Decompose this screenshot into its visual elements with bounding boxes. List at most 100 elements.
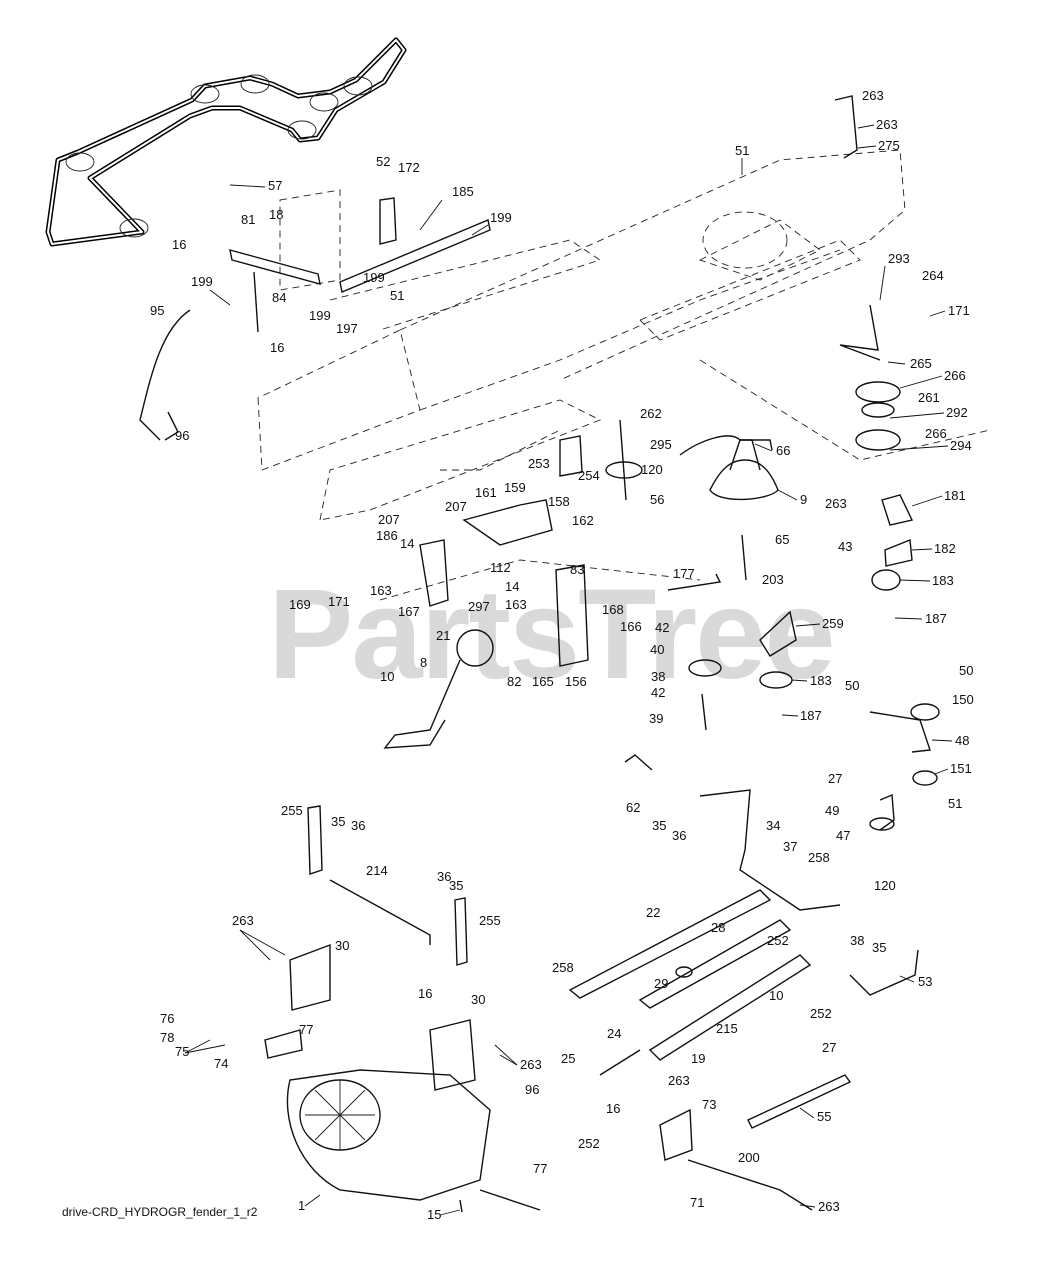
callout-36-c: 36	[437, 869, 451, 884]
callout-162: 162	[572, 513, 594, 528]
callout-252-b: 252	[810, 1006, 832, 1021]
callout-181: 181	[944, 488, 966, 503]
callout-35-d: 35	[872, 940, 886, 955]
callout-185: 185	[452, 184, 474, 199]
callout-151: 151	[950, 761, 972, 776]
callout-200: 200	[738, 1150, 760, 1165]
callout-62: 62	[626, 800, 640, 815]
callout-255-b: 255	[479, 913, 501, 928]
callout-165: 165	[532, 674, 554, 689]
callout-77-a: 77	[299, 1022, 313, 1037]
callout-264: 264	[922, 268, 944, 283]
callout-36-b: 36	[351, 818, 365, 833]
callout-66: 66	[776, 443, 790, 458]
callout-186: 186	[376, 528, 398, 543]
callout-214: 214	[366, 863, 388, 878]
callout-78: 78	[160, 1030, 174, 1045]
callout-275: 275	[878, 138, 900, 153]
callout-96-b: 96	[525, 1082, 539, 1097]
callout-167: 167	[398, 604, 420, 619]
callout-183-a: 183	[932, 573, 954, 588]
callout-161: 161	[475, 485, 497, 500]
callout-203: 203	[762, 572, 784, 587]
callout-75: 75	[175, 1044, 189, 1059]
callout-120-b: 120	[874, 878, 896, 893]
callout-252-c: 252	[578, 1136, 600, 1151]
callout-84: 84	[272, 290, 286, 305]
callout-82: 82	[507, 674, 521, 689]
callout-171-b: 171	[328, 594, 350, 609]
callout-51-a: 51	[735, 143, 749, 158]
callout-40: 40	[650, 642, 664, 657]
callout-35-c: 35	[449, 878, 463, 893]
callout-263-a: 263	[862, 88, 884, 103]
callout-73: 73	[702, 1097, 716, 1112]
callout-14-a: 14	[400, 536, 414, 551]
callout-71: 71	[690, 1195, 704, 1210]
callout-55: 55	[817, 1109, 831, 1124]
callout-42-b: 42	[651, 685, 665, 700]
callout-255-a: 255	[281, 803, 303, 818]
callout-294: 294	[950, 438, 972, 453]
callout-197: 197	[336, 321, 358, 336]
callout-172: 172	[398, 160, 420, 175]
callout-35-b: 35	[331, 814, 345, 829]
callout-292: 292	[946, 405, 968, 420]
callout-16-d: 16	[606, 1101, 620, 1116]
callout-10-a: 10	[380, 669, 394, 684]
part-callouts: 263 263 275 51 52 172 185 57 81 1 8 199 1…	[150, 88, 974, 1222]
callout-199-c: 199	[191, 274, 213, 289]
callout-95: 95	[150, 303, 164, 318]
callout-112: 112	[490, 560, 511, 575]
callout-261: 261	[918, 390, 940, 405]
callout-163-b: 163	[505, 597, 527, 612]
callout-265: 265	[910, 356, 932, 371]
callout-207-a: 207	[445, 499, 467, 514]
callout-9: 9	[800, 492, 807, 507]
callout-168: 168	[602, 602, 624, 617]
callout-266-b: 266	[925, 426, 947, 441]
callout-81: 81	[241, 212, 255, 227]
callout-50-b: 50	[845, 678, 859, 693]
callout-36-a: 36	[672, 828, 686, 843]
callout-51-b: 51	[390, 288, 404, 303]
callout-253: 253	[528, 456, 550, 471]
callout-199-b: 199	[363, 270, 385, 285]
callout-56: 56	[650, 492, 664, 507]
callout-38-b: 38	[850, 933, 864, 948]
callout-57: 57	[268, 178, 282, 193]
callout-183-b: 183	[810, 673, 832, 688]
leader-lines	[184, 124, 953, 1216]
callout-29: 29	[654, 976, 668, 991]
callout-263-c: 263	[825, 496, 847, 511]
callout-39: 39	[649, 711, 663, 726]
callout-159: 159	[504, 480, 526, 495]
callout-52: 52	[376, 154, 390, 169]
callout-38-a: 38	[651, 669, 665, 684]
callout-258-b: 258	[552, 960, 574, 975]
callout-295: 295	[650, 437, 672, 452]
callout-1: 1	[298, 1198, 305, 1213]
callout-65: 65	[775, 532, 789, 547]
callout-166: 166	[620, 619, 642, 634]
callout-252-a: 252	[767, 933, 789, 948]
frame	[257, 149, 991, 601]
callout-14-b: 14	[505, 579, 519, 594]
callout-50-a: 50	[959, 663, 973, 678]
callout-47: 47	[836, 828, 850, 843]
callout-297: 297	[468, 599, 490, 614]
callout-266-a: 266	[944, 368, 966, 383]
callout-16-b: 16	[270, 340, 284, 355]
callout-43: 43	[838, 539, 852, 554]
callout-158: 158	[548, 494, 570, 509]
callout-8: 8	[420, 655, 427, 670]
callout-199-a: 199	[490, 210, 512, 225]
callout-259: 259	[822, 616, 844, 631]
callout-27-a: 27	[828, 771, 842, 786]
callout-262: 262	[640, 406, 662, 421]
callout-30-a: 30	[335, 938, 349, 953]
callout-42-a: 42	[655, 620, 669, 635]
callout-177: 177	[673, 566, 695, 581]
